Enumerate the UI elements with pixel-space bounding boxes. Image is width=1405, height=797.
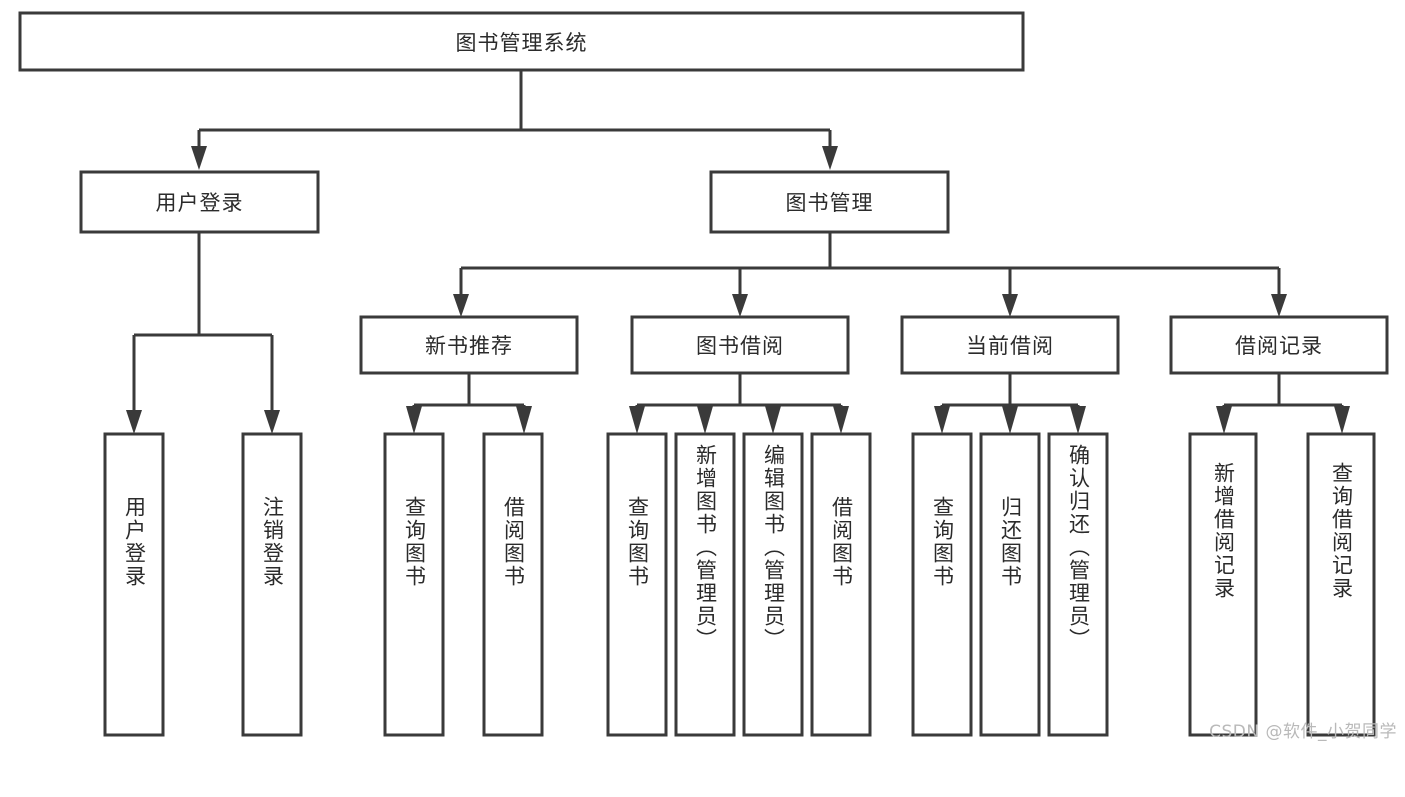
node-book-borrow[interactable] (630, 315, 850, 375)
csdn-watermark: CSDN @软件_小贺同学 (1209, 722, 1397, 742)
arrowhead-login-leaf-2 (264, 410, 280, 434)
arrowhead-level2-1 (453, 294, 469, 317)
leaf-box-current-borrow-2[interactable] (979, 432, 1041, 737)
arrowhead-currentborrow-leaf-2 (1002, 406, 1018, 434)
leaf-box-book-borrow-1[interactable] (606, 432, 668, 737)
leaf-box-book-borrow-2[interactable] (674, 432, 736, 737)
arrowhead-login-leaf-1 (126, 410, 142, 434)
node-user-login[interactable] (79, 170, 320, 234)
leaf-box-book-borrow-3[interactable] (742, 432, 804, 737)
arrowhead-currentborrow-leaf-3 (1070, 406, 1086, 434)
leaf-box-user-login-2[interactable] (241, 432, 303, 737)
org-chart-diagram: 图书管理系统 用户登录 图书管理 新书推荐 图书借阅 当前借阅 借阅记录 用户登… (18, 11, 1397, 742)
arrowhead-level2-3 (1002, 294, 1018, 317)
arrowhead-bookborrow-leaf-3 (765, 406, 781, 434)
arrowhead-root-to-bookmgmt (822, 146, 838, 170)
arrowhead-borrowrecord-leaf-1 (1216, 406, 1232, 434)
arrowhead-level2-4 (1271, 294, 1287, 317)
leaf-box-borrow-record-1[interactable] (1188, 432, 1258, 737)
arrowhead-bookborrow-leaf-1 (629, 406, 645, 434)
arrowhead-newbook-leaf-1 (406, 406, 422, 434)
diagram-canvas (18, 11, 1389, 737)
leaf-box-user-login-1[interactable] (103, 432, 165, 737)
arrowhead-currentborrow-leaf-1 (934, 406, 950, 434)
arrowhead-borrowrecord-leaf-2 (1334, 406, 1350, 434)
node-borrow-record[interactable] (1169, 315, 1389, 375)
node-book-management[interactable] (709, 170, 950, 234)
arrowhead-bookborrow-leaf-2 (697, 406, 713, 434)
node-root[interactable] (18, 11, 1025, 72)
arrowhead-root-to-login (191, 146, 207, 170)
arrowhead-level2-2 (732, 294, 748, 317)
leaf-box-current-borrow-1[interactable] (911, 432, 973, 737)
leaf-box-current-borrow-3[interactable] (1047, 432, 1109, 737)
arrowhead-bookborrow-leaf-4 (833, 406, 849, 434)
leaf-box-new-book-2[interactable] (482, 432, 544, 737)
node-current-borrow[interactable] (900, 315, 1120, 375)
node-new-book-recommend[interactable] (359, 315, 579, 375)
leaf-box-new-book-1[interactable] (383, 432, 445, 737)
arrowhead-newbook-leaf-2 (516, 406, 532, 434)
leaf-box-book-borrow-4[interactable] (810, 432, 872, 737)
leaf-box-borrow-record-2[interactable] (1306, 432, 1376, 737)
